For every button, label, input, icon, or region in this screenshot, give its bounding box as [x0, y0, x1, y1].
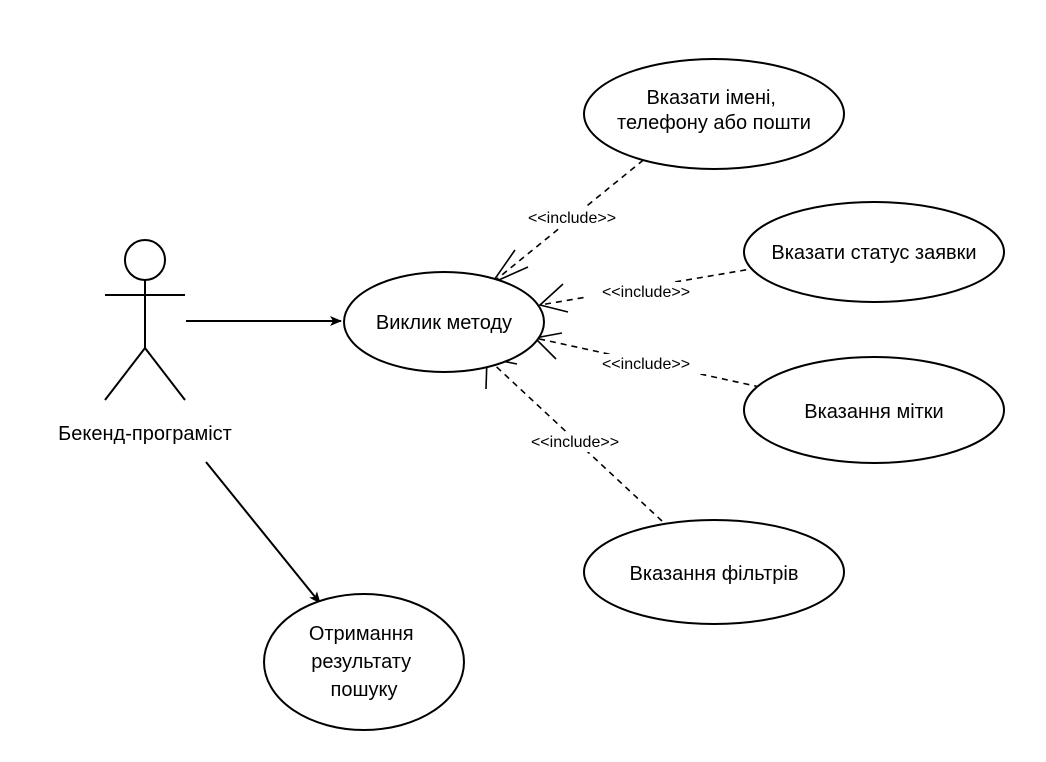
- actor-label: Бекенд-програміст: [58, 423, 232, 445]
- include-label-name-phone: <<include>>: [528, 210, 616, 227]
- use-case-name-phone-label: Вказати імені, телефону або пошти: [617, 87, 811, 134]
- use-case-result-label: Отримання результату пошуку: [309, 623, 419, 701]
- use-case-result-ellipse: [263, 593, 465, 731]
- actor-figure: [104, 239, 186, 401]
- use-case-status-ellipse: [743, 201, 1005, 303]
- use-case-tag-label: Вказання мітки: [804, 401, 943, 423]
- use-case-tag-ellipse: [743, 356, 1005, 464]
- use-case-status-label: Вказати статус заявки: [771, 242, 976, 264]
- use-case-filters-label: Вказання фільтрів: [630, 563, 799, 585]
- use-case-name-phone-ellipse: [583, 58, 845, 170]
- include-label-status: <<include>>: [602, 284, 690, 301]
- include-label-tag: <<include>>: [602, 356, 690, 373]
- include-label-filters: <<include>>: [531, 434, 619, 451]
- use-case-call-ellipse: [343, 271, 545, 373]
- use-case-filters-ellipse: [583, 519, 845, 625]
- association-arrow-result: [205, 461, 321, 604]
- use-case-call-label: Виклик методу: [376, 312, 512, 334]
